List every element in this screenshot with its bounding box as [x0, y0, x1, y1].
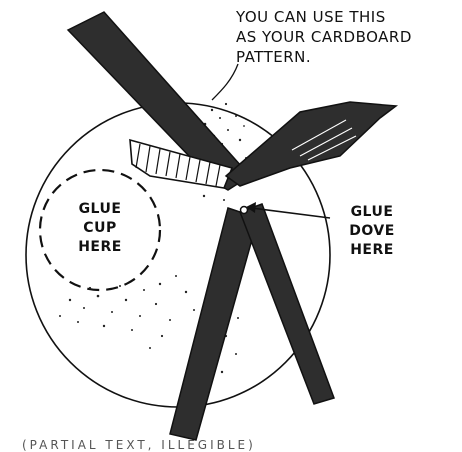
- pattern-note-line-1: YOU CAN USE THIS: [235, 8, 386, 26]
- glue-dove-label-line-2: DOVE: [349, 223, 395, 239]
- lower-right-blade: [240, 204, 334, 404]
- glue-cup-label-line-1: GLUE: [79, 201, 122, 217]
- glue-dove-point: [241, 207, 248, 214]
- glue-cup-label-line-3: HERE: [78, 239, 122, 255]
- footer-caption: (PARTIAL TEXT, ILLEGIBLE): [22, 438, 256, 452]
- pattern-note-pointer: [212, 64, 238, 100]
- right-wing-blade: [226, 102, 396, 186]
- pattern-note-line-2: AS YOUR CARDBOARD: [236, 28, 412, 46]
- lower-left-blade: [170, 208, 258, 440]
- glue-dove-label-line-3: HERE: [350, 242, 394, 258]
- glue-dove-label-line-1: GLUE: [351, 204, 394, 220]
- glue-cup-label-line-2: CUP: [83, 220, 116, 236]
- pattern-note-line-3: PATTERN.: [236, 48, 311, 66]
